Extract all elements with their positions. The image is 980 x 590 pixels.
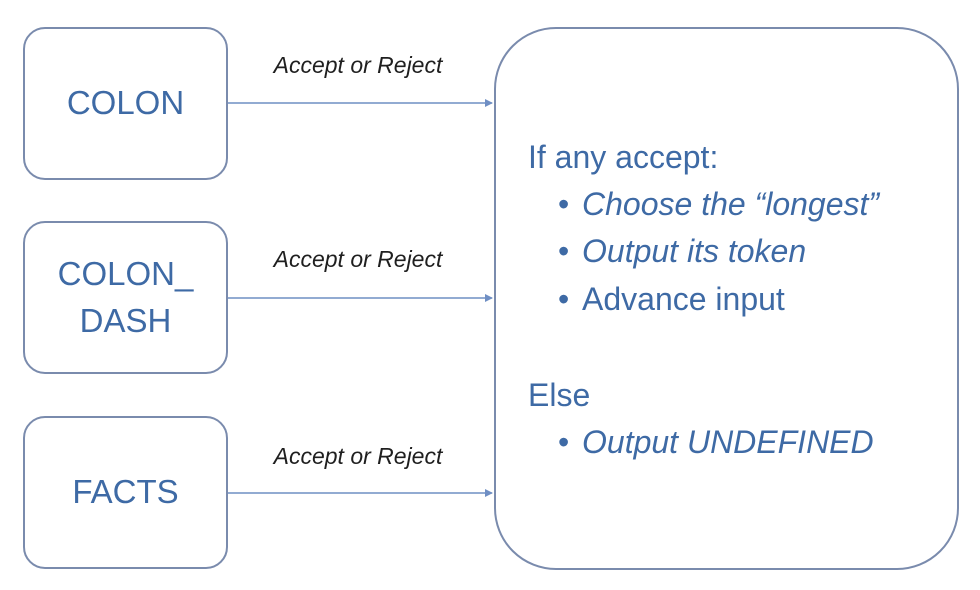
bullet-icon: • <box>558 233 570 269</box>
recognizer-label: COLON <box>66 84 185 122</box>
bullet-icon: • <box>558 424 570 460</box>
edge-label: Accept or Reject <box>273 443 443 469</box>
edge-label: Accept or Reject <box>273 52 443 78</box>
list-item: • Output its token <box>558 233 806 270</box>
recognizer-box-facts: FACTS <box>23 416 228 569</box>
recognizer-label-line: COLON_ <box>57 254 194 292</box>
list-item-text: Output its token <box>582 233 807 269</box>
list-item-text: Advance input <box>582 281 785 317</box>
recognizer-label-line: DASH <box>79 301 172 339</box>
recognizer-label: FACTS <box>72 473 179 511</box>
edge-label: Accept or Reject <box>273 246 443 272</box>
if-heading: If any accept: <box>528 139 719 175</box>
recognizer-box-colon: COLON <box>23 27 228 180</box>
bullet-icon: • <box>558 281 570 317</box>
list-item-text: Output UNDEFINED <box>582 424 874 460</box>
bullet-icon: • <box>558 186 570 222</box>
decision-box: If any accept: • Choose the “longest” • … <box>494 27 959 570</box>
recognizer-box-colon-dash: COLON_ DASH <box>23 221 228 374</box>
list-item-text: Choose the “longest” <box>582 186 880 222</box>
list-item: • Output UNDEFINED <box>558 424 874 461</box>
list-item: • Choose the “longest” <box>558 186 879 223</box>
list-item: • Advance input <box>558 281 785 318</box>
recognizer-label: COLON_ DASH <box>58 251 194 345</box>
else-heading: Else <box>528 377 591 413</box>
